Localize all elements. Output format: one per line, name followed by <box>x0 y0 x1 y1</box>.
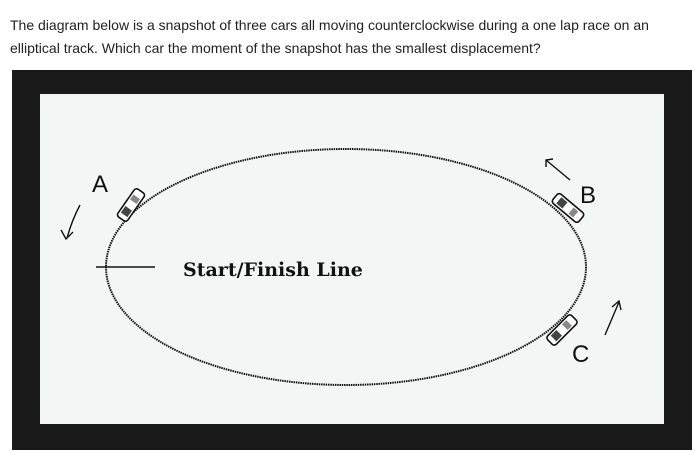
car-a-label: A <box>92 171 108 198</box>
car-a <box>116 188 146 222</box>
car-a-direction-arrow-icon <box>60 204 81 241</box>
diagram-canvas <box>40 94 664 424</box>
car-b-direction-arrow-icon <box>545 158 571 181</box>
car-c <box>546 314 578 346</box>
car-c-label: C <box>572 341 589 368</box>
start-finish-label: Start/Finish Line <box>183 259 363 281</box>
car-b-label: B <box>580 182 596 209</box>
question-text: The diagram below is a snapshot of three… <box>10 17 649 56</box>
car-b <box>551 192 585 224</box>
car-c-direction-arrow-icon <box>604 299 622 336</box>
